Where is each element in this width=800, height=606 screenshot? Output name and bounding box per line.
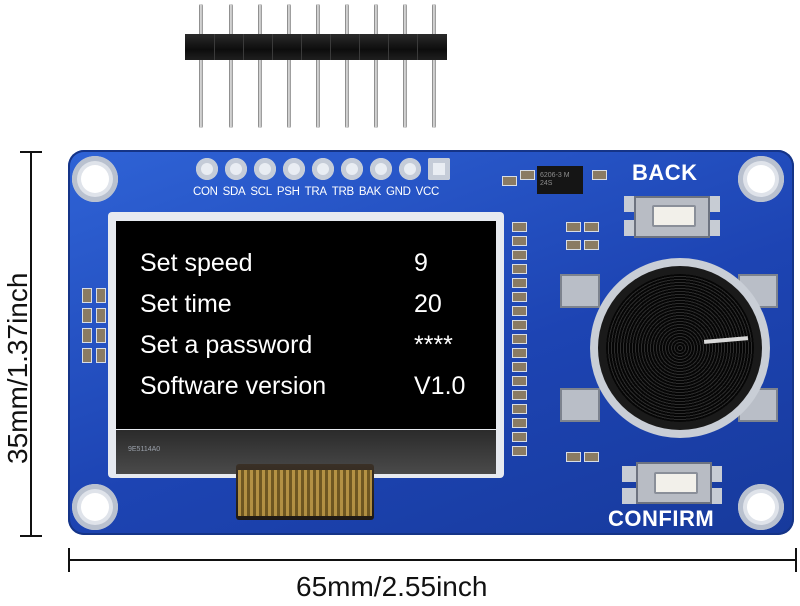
menu-value-time: 20	[414, 290, 442, 318]
menu-value-password: ****	[414, 331, 453, 359]
pin-label-row: CON SDA SCL PSH TRA TRB BAK GND VCC	[193, 186, 439, 198]
height-dimension-line	[30, 151, 32, 537]
regulator-marking: 6206-3 M 24S	[540, 172, 570, 187]
confirm-button-cap[interactable]	[654, 472, 698, 494]
oled-screen	[116, 221, 496, 429]
rotary-encoder-knob[interactable]	[606, 274, 754, 422]
menu-value-version: V1.0	[414, 372, 466, 400]
pin-label: SCL	[250, 186, 272, 198]
mounting-hole	[738, 484, 784, 530]
pin-label: TRA	[304, 186, 327, 198]
pin-label: TRB	[331, 186, 354, 198]
menu-label-version: Software version	[140, 372, 327, 400]
width-dimension-label: 65mm/2.55inch	[296, 571, 488, 602]
pin-label: BAK	[358, 186, 381, 198]
width-dimension-line	[69, 559, 797, 561]
smd-component-column	[510, 222, 540, 472]
pin-label: VCC	[415, 186, 440, 198]
header-pads	[196, 158, 450, 180]
pin-label: PSH	[276, 186, 300, 198]
height-dimension-label: 35mm/1.37inch	[2, 272, 33, 464]
fpc-marking: 9E5114A0	[128, 446, 161, 453]
height-dimension-tick	[20, 151, 42, 153]
mounting-hole	[72, 484, 118, 530]
pin-header	[185, 0, 447, 130]
menu-value-speed: 9	[414, 249, 428, 277]
menu-label-time: Set time	[140, 290, 232, 318]
width-dimension-tick	[795, 548, 797, 572]
width-dimension-tick	[68, 548, 70, 572]
confirm-label: CONFIRM	[608, 506, 715, 531]
voltage-regulator: 6206-3 M 24S	[537, 166, 583, 194]
pin-label: SDA	[222, 186, 246, 198]
back-button-cap[interactable]	[652, 205, 696, 227]
mounting-hole	[738, 156, 784, 202]
back-label: BACK	[632, 160, 698, 185]
pin-label: CON	[193, 186, 218, 198]
ribbon-contacts	[238, 470, 372, 516]
menu-label-password: Set a password	[140, 331, 313, 359]
menu-label-speed: Set speed	[140, 249, 253, 277]
mounting-hole	[72, 156, 118, 202]
height-dimension-tick	[20, 535, 42, 537]
pin-label: GND	[385, 186, 411, 198]
